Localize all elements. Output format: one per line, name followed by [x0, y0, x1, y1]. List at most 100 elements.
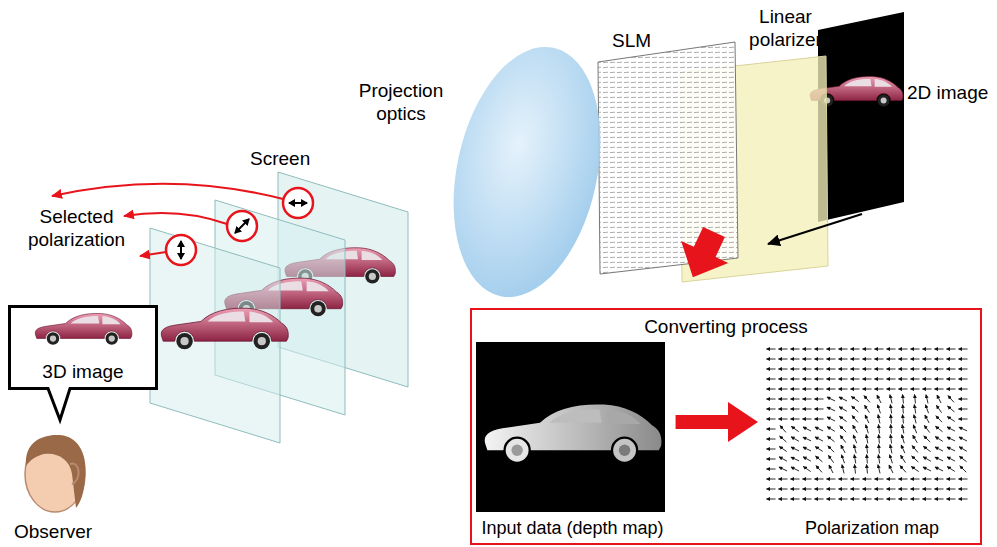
- polarization-arrow: [935, 359, 944, 360]
- polarization-arrow: [947, 417, 955, 422]
- polarization-arrow: [914, 415, 916, 424]
- polarization-arrow: [865, 415, 869, 423]
- polarization-arrow: [887, 499, 896, 500]
- polarization-arrow: [935, 499, 944, 500]
- polarization-arrow: [899, 489, 908, 490]
- polarization-arrow: [803, 399, 812, 400]
- polarization-arrow: [767, 389, 776, 390]
- polarization-arrow: [925, 415, 929, 423]
- polarization-selector: [235, 219, 249, 233]
- polarization-arrow: [911, 489, 920, 490]
- polarization-arrow: [839, 489, 848, 490]
- polarization-arrow: [839, 369, 848, 370]
- polarization-arrow: [828, 446, 834, 452]
- polarization-arrow: [947, 479, 956, 480]
- polarization-arrow: [791, 379, 800, 380]
- component-label: Screen: [250, 148, 310, 171]
- polarization-arrow: [815, 369, 824, 370]
- polarization-arrow: [875, 389, 884, 390]
- polarization-arrow: [866, 445, 867, 454]
- polarization-arrow: [827, 427, 835, 432]
- observer-head: [26, 435, 86, 508]
- polarization-arrow: [816, 456, 823, 462]
- polarization-arrow: [803, 499, 812, 500]
- polarization-arrow: [935, 479, 944, 480]
- speech-bubble: 3D image: [8, 305, 158, 390]
- polarization-arrow: [767, 489, 776, 490]
- polarization-arrow: [878, 455, 879, 464]
- polarization-arrow: [947, 457, 955, 461]
- polarization-arrow: [791, 467, 799, 471]
- polarization-arrow: [767, 349, 776, 350]
- polarization-arrow: [854, 445, 856, 454]
- screen-stack: [161, 308, 288, 349]
- polarization-map-panel: Polarization map: [764, 344, 980, 542]
- polarization-arrow: [890, 395, 892, 404]
- polarization-arrow: [902, 405, 904, 414]
- polarization-arrow: [923, 389, 932, 390]
- polarization-arrow: [914, 395, 916, 404]
- polarization-map-ground: [765, 342, 975, 512]
- polarization-arrow: [829, 465, 833, 473]
- polarization-arrow: [866, 465, 868, 474]
- screen-stack: [150, 172, 408, 443]
- polarization-arrow: [911, 359, 920, 360]
- depth-map-image: [485, 404, 662, 461]
- polarization-arrow: [875, 499, 884, 500]
- polarization-map-grid: [767, 349, 968, 499]
- polarization-arrow: [803, 457, 811, 461]
- polarization-arrow: [803, 359, 812, 360]
- polarization-arrow: [791, 389, 800, 390]
- component-label: Observer: [14, 521, 92, 544]
- process-arrow: [669, 221, 737, 288]
- polarization-arrow: [866, 425, 869, 434]
- polarization-arrow: [851, 396, 858, 401]
- polarization-arrow: [902, 395, 904, 404]
- polarization-arrow: [959, 409, 968, 410]
- polarization-arrow: [851, 389, 860, 390]
- polarization-arrow: [827, 369, 836, 370]
- polarization-arrow: [779, 479, 788, 480]
- polarization-arrow: [841, 455, 844, 463]
- polarization-arrow: [935, 447, 943, 451]
- polarization-arrow: [899, 389, 908, 390]
- polarization-arrow: [853, 435, 856, 443]
- polarization-arrow: [959, 349, 968, 350]
- polarization-arrow: [815, 427, 823, 431]
- polarization-arrow: [779, 499, 788, 500]
- node-label: 3D image: [42, 361, 123, 384]
- polarization-arrow: [767, 409, 776, 410]
- polarization-arrow: [791, 447, 799, 451]
- polarization-arrow: [935, 379, 944, 380]
- polarization-arrow: [815, 419, 824, 420]
- polarization-arrow: [803, 437, 811, 441]
- polarization-arrow: [815, 389, 824, 390]
- polarization-arrow: [947, 437, 955, 441]
- polarization-arrow: [863, 499, 872, 500]
- polarization-arrow: [902, 435, 905, 444]
- polarization-arrow: [815, 489, 824, 490]
- polarization-arrow: [923, 359, 932, 360]
- polarization-arrow: [863, 359, 872, 360]
- polarization-arrow: [827, 479, 836, 480]
- polarization-arrow: [911, 499, 920, 500]
- polarization-arrow: [935, 369, 944, 370]
- polarization-arrow: [767, 359, 776, 360]
- polarization-arrow: [791, 369, 800, 370]
- polarization-arrow: [912, 446, 918, 453]
- polarization-arrow: [815, 409, 824, 410]
- polarization-arrow: [960, 466, 966, 472]
- polarization-arrow: [959, 447, 967, 452]
- observer-head: [25, 435, 86, 512]
- polarization-arrow: [803, 479, 812, 480]
- polarization-arrow: [851, 359, 860, 360]
- polarization-arrow: [959, 489, 968, 490]
- polarization-arrow: [767, 439, 776, 440]
- polarization-arrow: [959, 399, 968, 400]
- polarization-arrow: [767, 479, 776, 480]
- component-label: SLM: [612, 30, 651, 53]
- polarization-arrow: [913, 435, 918, 443]
- polarization-arrow: [839, 407, 847, 412]
- polarization-arrow: [936, 405, 941, 412]
- polarization-arrow: [948, 396, 954, 403]
